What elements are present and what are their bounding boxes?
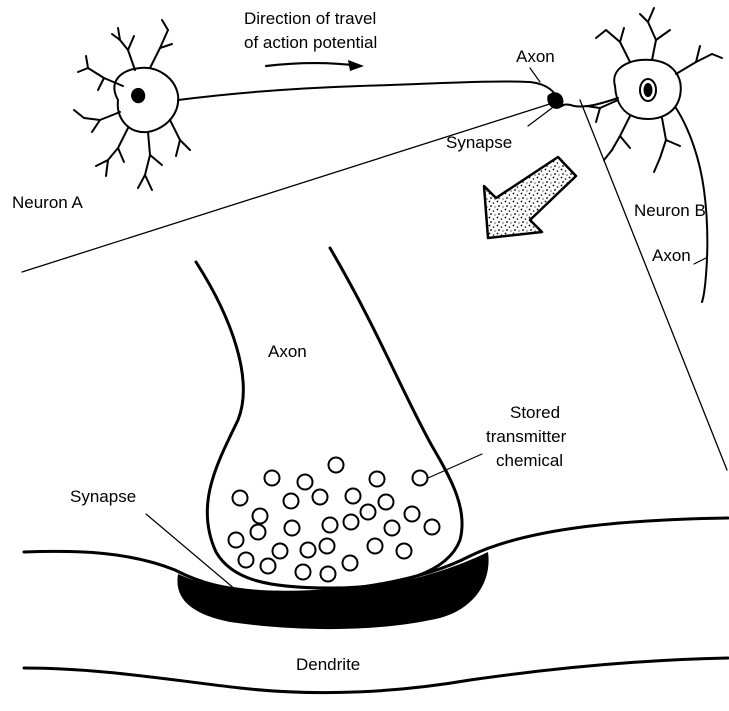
vesicle	[343, 556, 358, 571]
vesicle	[296, 565, 311, 580]
vesicle	[346, 489, 361, 504]
vesicle	[285, 521, 300, 536]
vesicle	[261, 559, 276, 574]
stored-label-line3: chemical	[496, 451, 563, 470]
axon-terminal-knob	[548, 93, 563, 109]
direction-arrow	[266, 63, 360, 66]
vesicle	[397, 544, 412, 559]
synapse-zoom-label: Synapse	[70, 487, 136, 506]
vesicle	[344, 515, 359, 530]
vesicle	[323, 518, 338, 533]
vesicle	[368, 539, 383, 554]
axon-zoom-label: Axon	[268, 342, 307, 361]
axon-terminal-outline	[196, 248, 462, 588]
vesicle	[405, 507, 420, 522]
axon-top-label: Axon	[516, 47, 555, 66]
synapse-top-label: Synapse	[446, 133, 512, 152]
vesicle	[425, 520, 440, 535]
stored-label-line1: Stored	[510, 403, 560, 422]
vesicle	[239, 553, 254, 568]
axon-b-leader	[694, 258, 706, 264]
zoom-arrow	[484, 157, 576, 238]
vesicle	[265, 471, 280, 486]
stored-label-line2: transmitter	[486, 427, 567, 446]
vesicle	[321, 567, 336, 582]
neuron-b-label: Neuron B	[634, 201, 706, 220]
vesicle	[298, 475, 313, 490]
synapse-top-leader	[528, 108, 552, 126]
direction-label-line1: Direction of travel	[244, 9, 376, 28]
neuron-b-cell	[562, 8, 722, 302]
direction-label-line2: of action potential	[244, 33, 377, 52]
axon-b-label: Axon	[652, 246, 691, 265]
vesicle	[320, 539, 335, 554]
vesicle	[284, 494, 299, 509]
vesicle	[301, 543, 316, 558]
dendrite-membrane-top	[24, 518, 728, 592]
synaptic-vesicles	[229, 458, 440, 582]
neuron-a-label: Neuron A	[12, 193, 84, 212]
vesicle	[253, 509, 268, 524]
dendrite-label: Dendrite	[296, 655, 360, 674]
vesicle	[251, 525, 266, 540]
vesicle	[329, 458, 344, 473]
vesicle	[385, 521, 400, 536]
dendrite-membrane-bottom	[24, 658, 728, 693]
vesicle	[413, 471, 428, 486]
vesicle	[313, 490, 328, 505]
vesicle	[229, 533, 244, 548]
direction-arrow-head	[348, 60, 364, 71]
zoom-outline-left	[22, 102, 556, 272]
axon-top-leader	[530, 68, 540, 82]
vesicle	[273, 544, 288, 559]
vesicle	[379, 495, 394, 510]
vesicle	[233, 491, 248, 506]
vesicle	[361, 505, 376, 520]
stored-chemical-leader	[428, 454, 482, 478]
vesicle	[370, 472, 385, 487]
